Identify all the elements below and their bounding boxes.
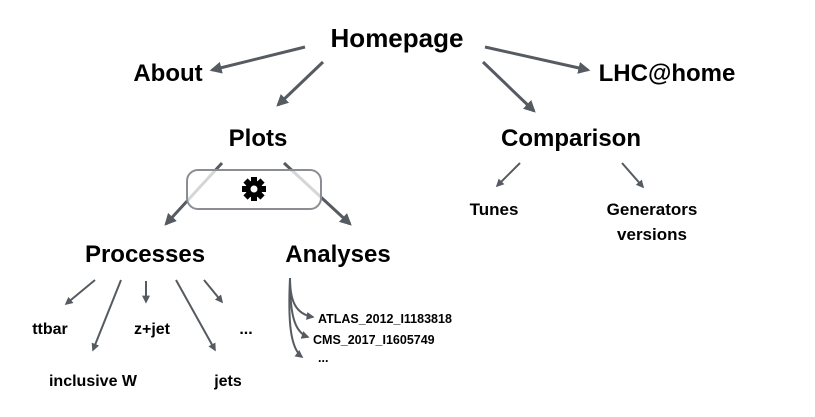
arrow-homepage-lhc (484, 45, 591, 74)
analysis-more: ... (318, 351, 328, 365)
node-lhc-home[interactable]: LHC@home (599, 60, 736, 87)
process-zjet[interactable]: z+jet (134, 321, 171, 338)
node-plots[interactable]: Plots (229, 125, 288, 152)
node-analyses[interactable]: Analyses (285, 241, 390, 268)
process-inclusive-w[interactable]: inclusive W (49, 373, 138, 390)
process-ttbar[interactable]: ttbar (32, 321, 68, 338)
node-homepage[interactable]: Homepage (331, 23, 464, 53)
arrow-processes-inclusive-w (91, 279, 122, 352)
node-generators-line2[interactable]: versions (617, 225, 687, 244)
node-tunes[interactable]: Tunes (470, 200, 519, 219)
arrow-homepage-plots (276, 60, 325, 107)
node-processes[interactable]: Processes (85, 241, 205, 268)
arrow-analyses-atlas (289, 277, 315, 320)
arrow-processes-ttbar (64, 279, 96, 306)
arrow-processes-jets (175, 279, 216, 352)
arrow-comparison-generators (621, 162, 645, 189)
arrow-analyses-cms (289, 277, 310, 339)
arrow-processes-more (203, 279, 224, 304)
node-about[interactable]: About (133, 60, 202, 87)
node-generators-line1[interactable]: Generators (607, 200, 698, 219)
arrow-comparison-tunes (495, 162, 521, 188)
analysis-cms[interactable]: CMS_2017_I1605749 (313, 333, 435, 347)
process-more: ... (239, 321, 252, 338)
arrow-homepage-comparison (481, 60, 536, 113)
gear-icon (242, 177, 266, 201)
analysis-atlas[interactable]: ATLAS_2012_I1183818 (318, 312, 452, 326)
arrow-homepage-about (209, 45, 306, 74)
process-jets[interactable]: jets (213, 373, 242, 390)
arrow-analyses-more (288, 277, 304, 358)
node-comparison[interactable]: Comparison (501, 125, 641, 152)
